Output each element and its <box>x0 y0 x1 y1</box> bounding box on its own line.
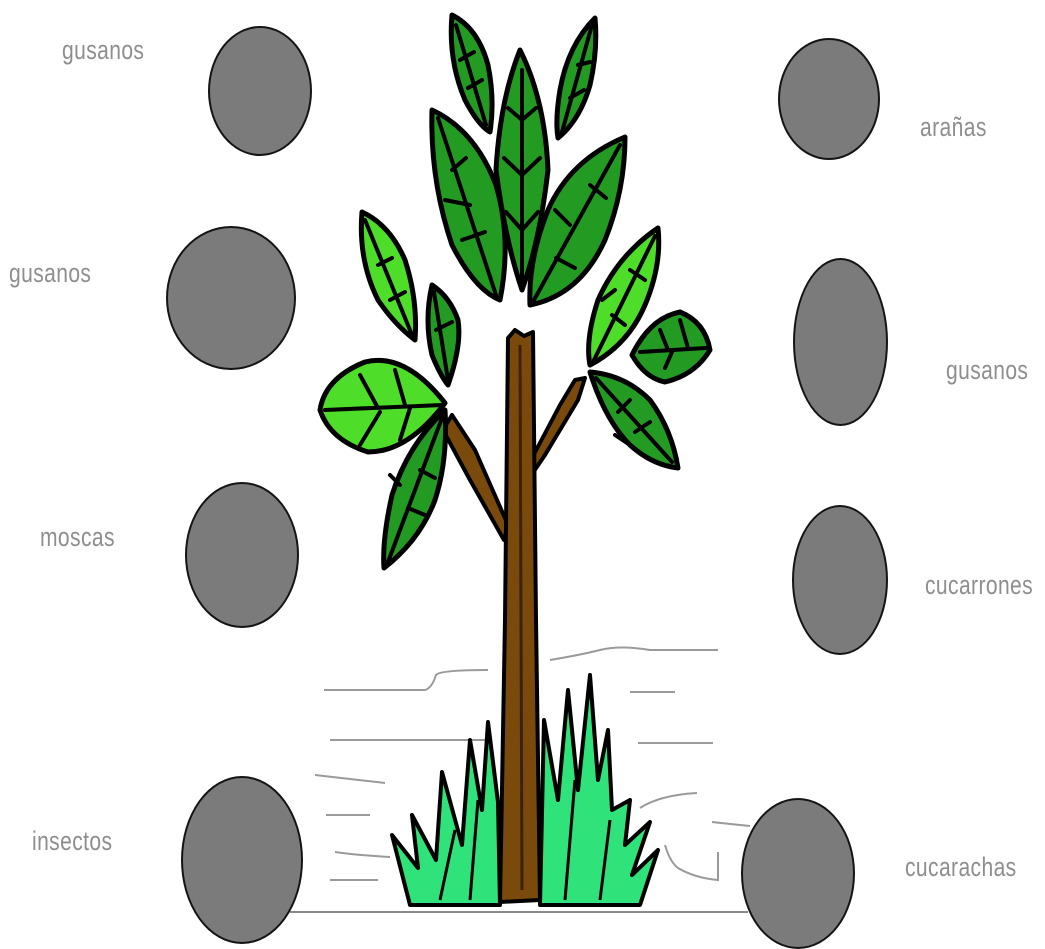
answer-circle-left-1[interactable] <box>208 26 312 156</box>
label-left-1: gusanos <box>62 35 144 66</box>
label-left-2: gusanos <box>9 258 91 289</box>
answer-circle-left-3[interactable] <box>185 482 299 628</box>
answer-circle-left-2[interactable] <box>166 226 296 370</box>
label-right-4: cucarachas <box>905 852 1017 883</box>
label-left-4: insectos <box>32 826 112 857</box>
label-right-3: cucarrones <box>925 570 1033 601</box>
label-left-3: moscas <box>40 522 115 553</box>
answer-circle-left-4[interactable] <box>181 776 303 944</box>
label-right-2: gusanos <box>946 355 1028 386</box>
answer-circle-right-4[interactable] <box>741 798 855 949</box>
answer-circle-right-3[interactable] <box>792 505 888 655</box>
label-right-1: arañas <box>920 112 987 143</box>
answer-circle-right-2[interactable] <box>793 258 888 426</box>
answer-circle-right-1[interactable] <box>778 38 880 160</box>
